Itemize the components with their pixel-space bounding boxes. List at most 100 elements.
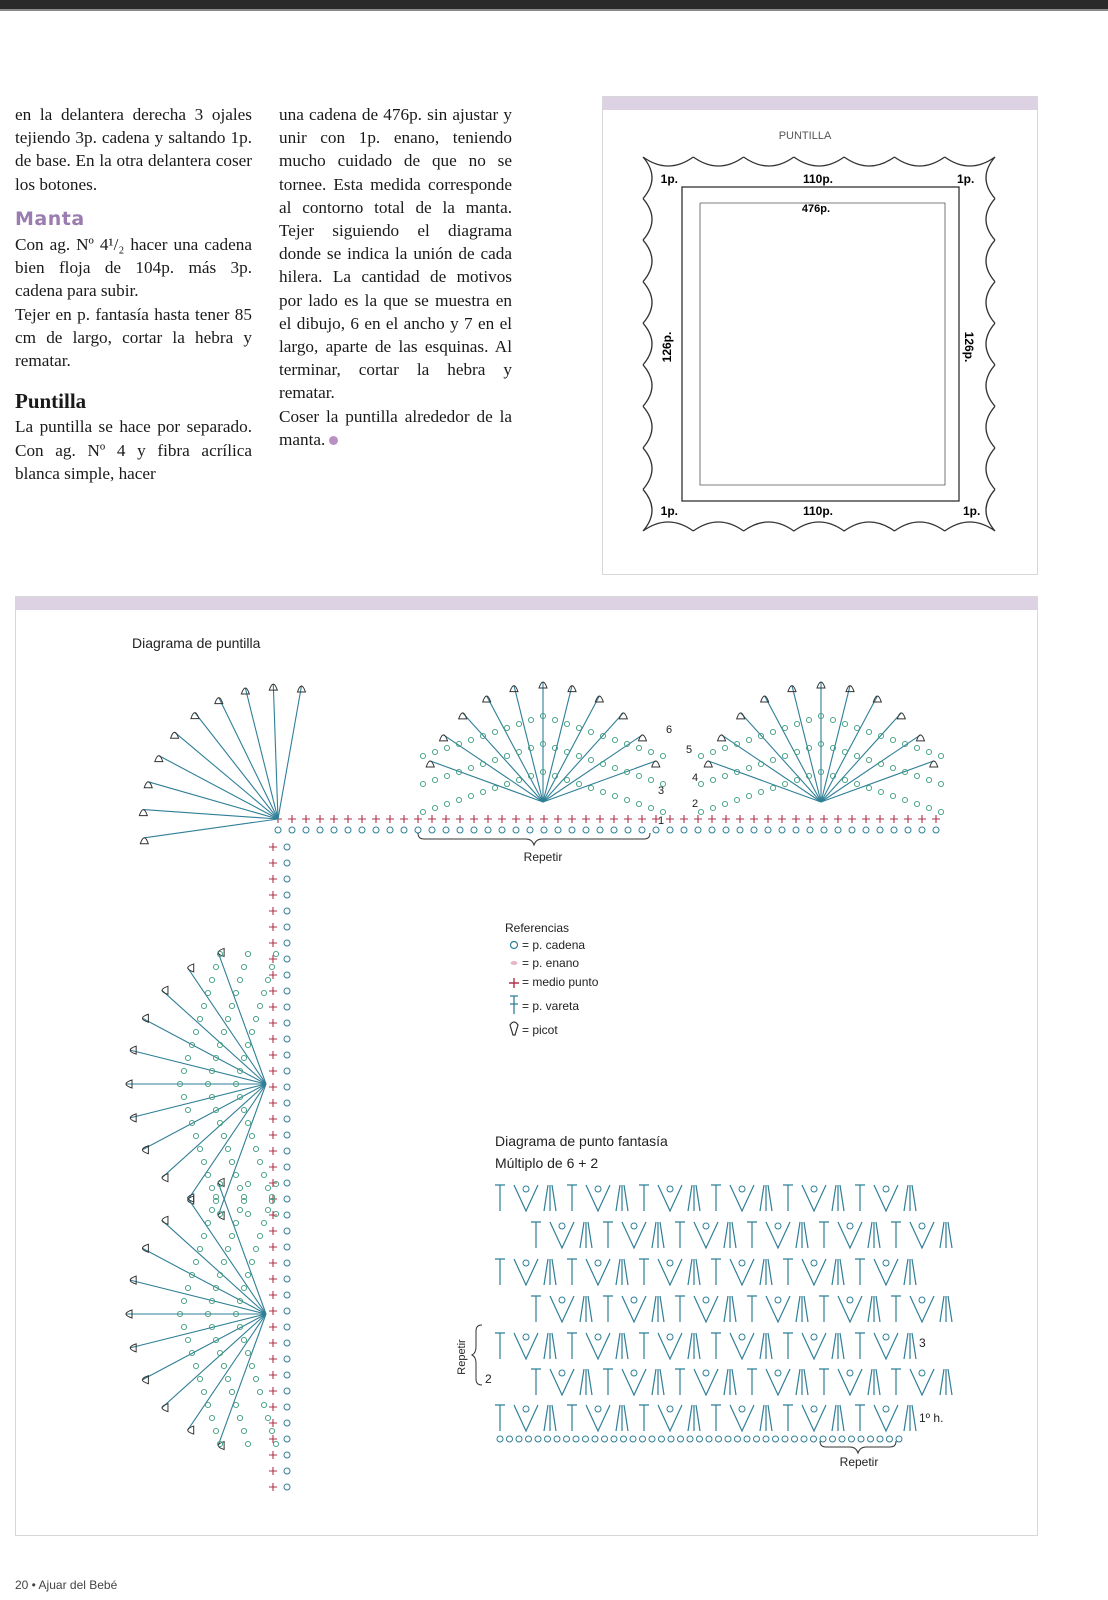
single-crochet-stitch xyxy=(269,1339,277,1347)
double-crochet-stitch xyxy=(747,1222,757,1248)
chain-stitch xyxy=(710,805,715,810)
double-crochet-stitch xyxy=(531,1222,541,1248)
chain-stitch xyxy=(902,797,907,802)
chain-stitch xyxy=(284,1468,290,1474)
manta-heading: Manta xyxy=(15,208,252,231)
double-crochet-stitch xyxy=(543,735,642,802)
chain-stitch xyxy=(782,753,787,758)
chain-stitch xyxy=(209,1415,214,1420)
single-crochet-stitch xyxy=(269,1451,277,1459)
double-crochet-stitch xyxy=(514,686,543,802)
chain-stitch xyxy=(225,1016,230,1021)
double-crochet-stitch xyxy=(495,1185,505,1211)
double-crochet-stitch xyxy=(130,1050,266,1084)
cluster-stitch xyxy=(652,1296,664,1322)
chain-stitch xyxy=(185,1337,190,1342)
double-crochet-icon xyxy=(510,996,518,1014)
chain-stitch xyxy=(709,827,715,833)
chain-stitch xyxy=(237,977,242,982)
chain-stitch xyxy=(269,964,274,969)
double-crochet-stitch xyxy=(819,1222,829,1248)
cluster-stitch xyxy=(688,1405,700,1431)
chain-stitch xyxy=(710,749,715,754)
single-crochet-stitch xyxy=(526,815,534,823)
double-crochet-stitch xyxy=(821,735,920,802)
chain-stitch xyxy=(612,793,617,798)
cluster-stitch xyxy=(904,1185,916,1211)
single-crochet-stitch xyxy=(344,815,352,823)
cluster-stitch xyxy=(868,1296,880,1322)
single-crochet-stitch xyxy=(269,1243,277,1251)
single-crochet-stitch xyxy=(918,815,926,823)
chain-stitch xyxy=(516,777,521,782)
chain-stitch xyxy=(630,1436,636,1442)
chain-stitch xyxy=(847,1297,853,1303)
v-stitch xyxy=(766,1222,790,1248)
chain-stitch xyxy=(429,827,435,833)
chain-stitch xyxy=(887,1436,893,1442)
chain-stitch xyxy=(782,1436,788,1442)
chain-stitch xyxy=(345,827,351,833)
schematic-drawing: PUNTILLA 1p. 1p. 1p. 1p. 110p. 110p. 476… xyxy=(603,97,1037,574)
double-crochet-stitch xyxy=(567,1405,577,1431)
chain-stitch xyxy=(420,753,425,758)
chain-stitch xyxy=(284,1436,290,1442)
single-crochet-stitch xyxy=(269,1035,277,1043)
repeat-brace-side xyxy=(472,1325,482,1385)
single-crochet-stitch xyxy=(568,815,576,823)
chain-stitch xyxy=(697,1436,703,1442)
chain-stitch xyxy=(847,1370,853,1376)
chain-stitch xyxy=(890,765,895,770)
chain-stitch xyxy=(284,1004,290,1010)
v-stitch xyxy=(586,1333,610,1359)
chain-stitch xyxy=(883,1186,889,1192)
cluster-stitch xyxy=(544,1405,556,1431)
cluster-stitch xyxy=(580,1222,592,1248)
chain-stitch xyxy=(284,1084,290,1090)
chain-stitch xyxy=(284,1180,290,1186)
fantasia-diagram-subtitle: Múltiplo de 6 + 2 xyxy=(495,1155,598,1171)
reference-double-label: = p. vareta xyxy=(522,999,579,1013)
double-crochet-stitch xyxy=(891,1369,901,1395)
picot-stitch xyxy=(162,1174,168,1182)
double-crochet-stitch xyxy=(603,1222,613,1248)
single-crochet-stitch xyxy=(269,1147,277,1155)
row-number-5: 5 xyxy=(686,744,692,756)
chain-stitch xyxy=(612,765,617,770)
chain-stitch xyxy=(849,1436,855,1442)
double-crochet-stitch xyxy=(278,686,301,819)
chain-stitch xyxy=(257,1233,262,1238)
chain-stitch xyxy=(181,1298,186,1303)
chain-stitch xyxy=(284,844,290,850)
double-crochet-stitch xyxy=(188,968,266,1084)
chain-stitch xyxy=(209,1185,214,1190)
v-stitch xyxy=(874,1333,898,1359)
double-crochet-stitch xyxy=(603,1369,613,1395)
chain-stitch xyxy=(695,827,701,833)
v-stitch xyxy=(694,1222,718,1248)
chain-stitch xyxy=(746,737,751,742)
chain-stitch xyxy=(535,1436,541,1442)
chain-stitch xyxy=(284,1260,290,1266)
chain-stitch xyxy=(468,765,473,770)
cluster-stitch xyxy=(616,1333,628,1359)
double-crochet-stitch xyxy=(792,686,821,802)
chain-stitch xyxy=(181,1068,186,1073)
chain-stitch xyxy=(331,827,337,833)
chain-stitch xyxy=(751,827,757,833)
double-crochet-stitch xyxy=(891,1296,901,1322)
double-crochet-stitch xyxy=(273,684,278,819)
double-crochet-stitch xyxy=(430,761,543,802)
chain-stitch xyxy=(457,827,463,833)
chain-stitch xyxy=(792,1436,798,1442)
chain-stitch xyxy=(839,1436,845,1442)
corner-label-br: 1p. xyxy=(963,504,980,518)
double-crochet-stitch xyxy=(711,1333,721,1359)
v-stitch xyxy=(802,1185,826,1211)
double-crochet-stitch xyxy=(144,819,278,838)
chain-stitch xyxy=(245,1042,250,1047)
chain-stitch xyxy=(919,1297,925,1303)
v-stitch xyxy=(874,1405,898,1431)
chain-stitch xyxy=(600,789,605,794)
chain-stitch xyxy=(249,1259,254,1264)
